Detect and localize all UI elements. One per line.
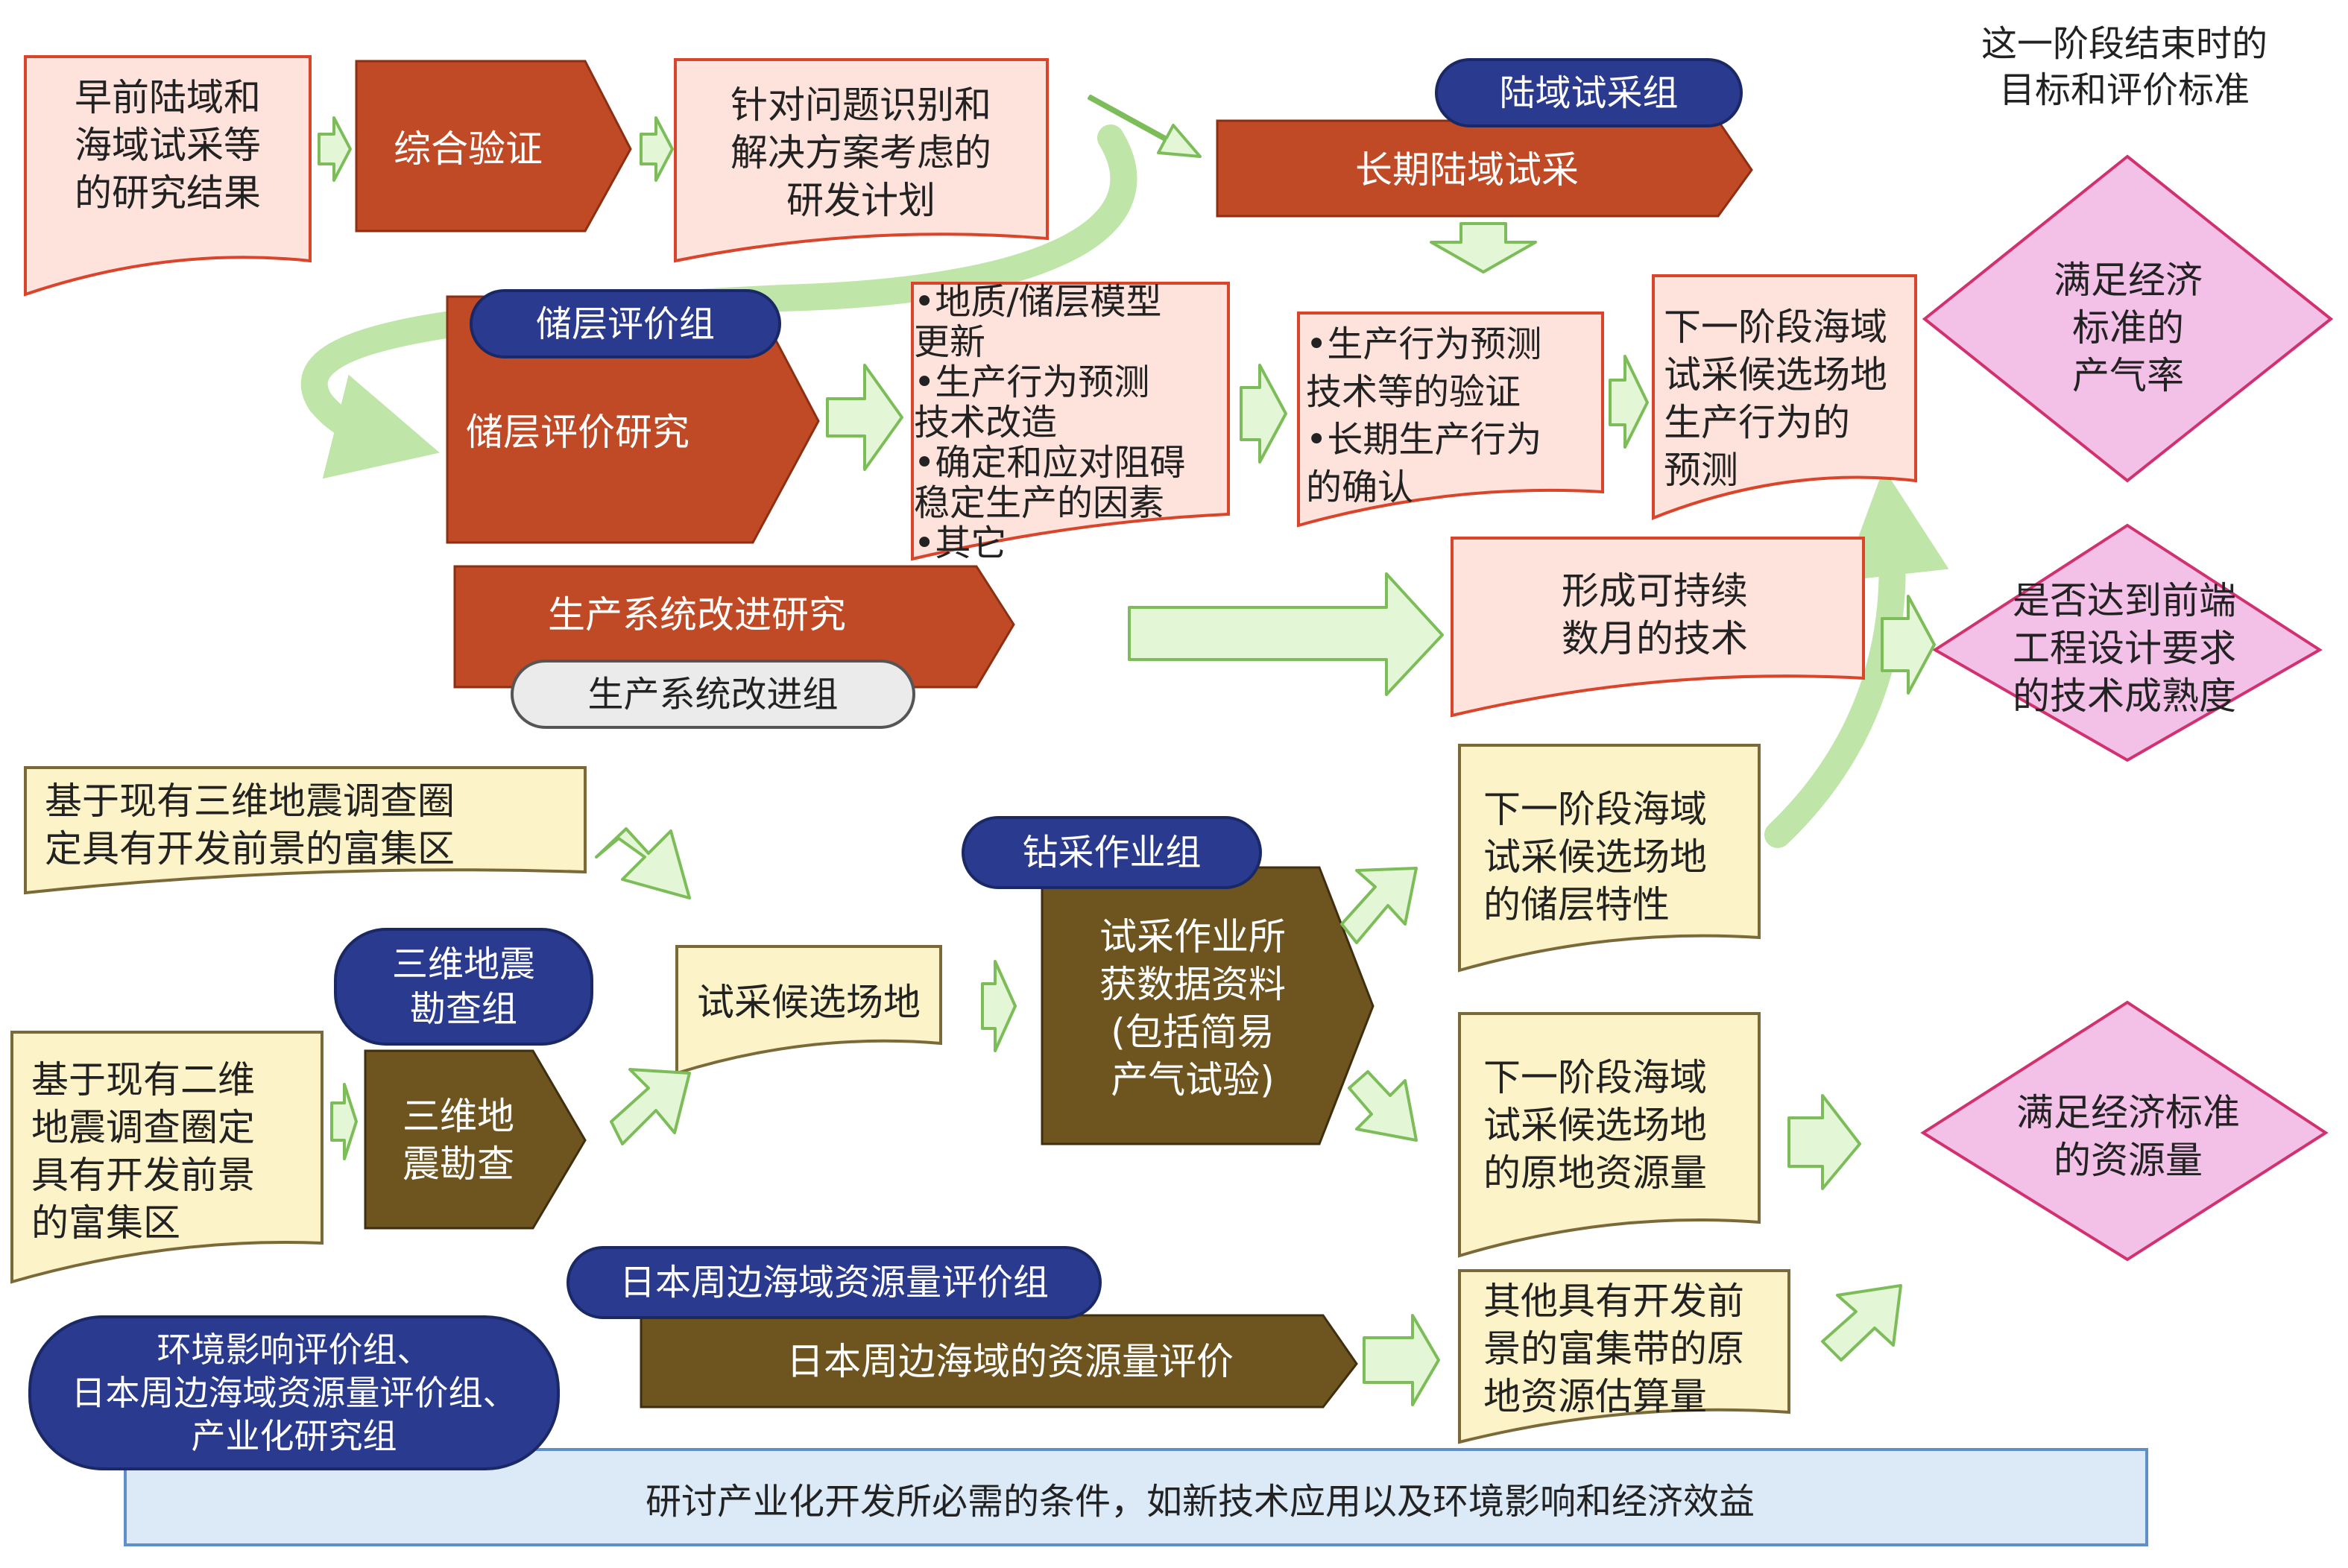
arrow-early-to-verify — [318, 116, 352, 182]
arrow-reservoir-to-items — [826, 364, 903, 471]
production-system-group-pill: 生产系统改进组 — [511, 660, 915, 729]
drilling-data-box — [1041, 866, 1375, 1145]
criteria-title: 这一阶段结束时的 目标和评价标准 — [1981, 23, 2267, 111]
seismic3d-survey-label: 三维地 震勘查 — [403, 1095, 514, 1186]
verify-items-list: •生产行为预测 技术等的验证 •长期生产行为 的确认 — [1306, 320, 1612, 511]
arrow-survey-to-site — [610, 1068, 691, 1145]
verification-label: 综合验证 — [394, 127, 543, 171]
arrow-items-to-verify — [1240, 364, 1287, 464]
next-resource-label: 下一阶段海域 试采候选场地 的原地资源量 — [1483, 1056, 1707, 1195]
arrow-verify-to-prediction — [1609, 355, 1649, 449]
other-resource-box — [1458, 1269, 1790, 1444]
seismic3d-area-label: 基于现有三维地震调查圈 定具有开发前景的富集区 — [45, 780, 455, 870]
arrow-drill-to-resource — [1348, 1070, 1418, 1142]
production-research-box — [453, 565, 1015, 689]
reservoir-item: •生产行为预测 — [914, 361, 1150, 403]
next-reservoir-box — [1458, 744, 1761, 973]
env-group-pill: 环境影响评价组、 日本周边海域资源量评价组、 产业化研究组 — [28, 1315, 560, 1470]
arrow-3d-area-to-site — [595, 827, 691, 900]
reservoir-item: 更新 — [914, 321, 986, 363]
arrow-verify-to-plan — [640, 116, 674, 182]
early-results-label: 早前陆域和 海域试采等 的研究结果 — [75, 76, 261, 215]
next-prediction-box — [1652, 274, 1917, 520]
verify-item: •生产行为预测 — [1306, 323, 1542, 365]
arrow-plan-to-land — [1088, 95, 1202, 158]
seismic2d-area-label: 基于现有二维 地震调查圈定 具有开发前景 的富集区 — [31, 1058, 255, 1245]
candidate-site-label: 试采候选场地 — [697, 981, 921, 1024]
tech-maturity-label: 是否达到前端 工程设计要求 的技术成熟度 — [2013, 579, 2236, 718]
japan-eval-label: 日本周边海域的资源量评价 — [786, 1340, 1234, 1383]
reservoir-item: •地质/储层模型 — [914, 281, 1162, 323]
gas-rate-label: 满足经济 标准的 产气率 — [2054, 259, 2203, 397]
arrow-site-to-drill — [981, 960, 1017, 1052]
verify-items-box — [1297, 312, 1604, 528]
arrow-drill-to-reservoir — [1340, 867, 1418, 944]
verification-box — [355, 60, 632, 233]
land-trial-group-pill: 陆域试采组 — [1435, 58, 1743, 127]
next-reservoir-label: 下一阶段海域 试采候选场地 的储层特性 — [1483, 788, 1707, 926]
early-results-box — [24, 55, 312, 297]
sustain-tech-box — [1451, 537, 1865, 718]
arrow-tech-to-maturity — [1881, 595, 1936, 695]
reservoir-research-label: 储层评价研究 — [466, 411, 689, 454]
seismic3d-group-pill: 三维地震 勘查组 — [334, 928, 593, 1046]
verify-item: 的确认 — [1306, 467, 1414, 508]
rd-plan-box — [674, 58, 1049, 263]
resource-label: 满足经济标准 的资源量 — [2016, 1091, 2240, 1182]
gas-rate-criterion — [1922, 154, 2334, 483]
reservoir-items-list: •地质/储层模型 更新•生产行为预测 技术改造•确定和应对阻碍 稳定生产的因素•… — [914, 282, 1234, 563]
industrial-study-label: 研讨产业化开发所必需的条件，如新技术应用以及环境影响和经济效益 — [645, 1481, 1755, 1523]
seismic3d-survey-box — [364, 1049, 587, 1230]
drilling-data-label: 试采作业所 获数据资料 (包括简易 产气试验) — [1099, 915, 1286, 1101]
verify-item: •长期生产行为 — [1306, 419, 1542, 461]
curve-connector-right — [1764, 468, 1949, 848]
drilling-group-pill: 钻采作业组 — [962, 816, 1262, 889]
verify-item: 技术等的验证 — [1306, 371, 1521, 413]
next-resource-box — [1458, 1012, 1761, 1258]
resource-criterion — [1920, 1000, 2329, 1262]
sustain-tech-label: 形成可持续 数月的技术 — [1562, 569, 1748, 660]
long-term-land-label: 长期陆域试采 — [1355, 148, 1579, 192]
reservoir-items-box — [911, 282, 1230, 561]
next-prediction-label: 下一阶段海域 试采候选场地 生产行为的 预测 — [1664, 306, 1887, 492]
rd-plan-label: 针对问题识别和 解决方案考虑的 研发计划 — [730, 83, 991, 222]
reservoir-item: •确定和应对阻碍 — [914, 442, 1186, 484]
japan-resource-group-pill: 日本周边海域资源量评价组 — [567, 1246, 1102, 1319]
seismic3d-area-box — [24, 766, 587, 895]
reservoir-item: •其它 — [914, 522, 1007, 564]
candidate-site-box — [675, 945, 942, 1075]
reservoir-eval-group-pill: 储层评价组 — [470, 289, 781, 358]
reservoir-item: 稳定生产的因素 — [914, 482, 1165, 524]
arrow-resource-to-criterion — [1787, 1094, 1861, 1190]
arrow-2d-area-to-survey — [330, 1083, 358, 1160]
production-research-label: 生产系统改进研究 — [548, 593, 846, 636]
tech-maturity-criterion — [1932, 523, 2323, 762]
arrow-land-down — [1430, 222, 1537, 274]
arrow-japan-to-other — [1363, 1314, 1440, 1406]
other-resource-label: 其他具有开发前 景的富集带的原 地资源估算量 — [1483, 1280, 1744, 1418]
arrow-production-to-tech — [1128, 572, 1444, 696]
japan-eval-box — [640, 1314, 1358, 1409]
reservoir-item: 技术改造 — [914, 402, 1058, 443]
arrow-other-to-criterion — [1821, 1284, 1902, 1362]
seismic2d-area-box — [10, 1031, 324, 1284]
